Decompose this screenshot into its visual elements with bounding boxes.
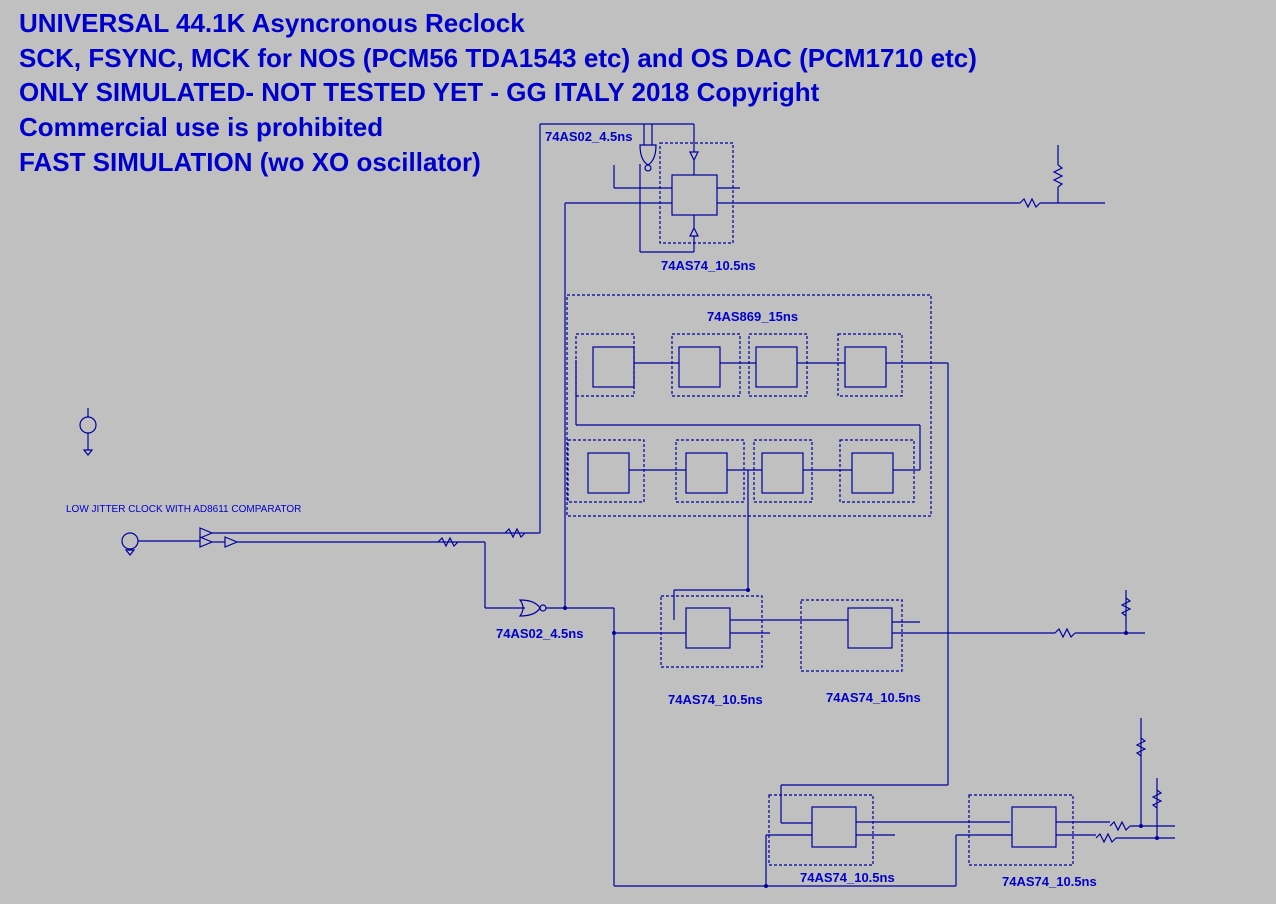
ff-bot-right-group [955,718,1175,886]
ff-top-label: 74AS74_10.5ns [661,258,756,273]
clock-section-label: LOW JITTER CLOCK WITH AD8611 COMPARATOR [66,504,302,515]
ff-mid-right-group [800,590,1145,672]
title-line-1: UNIVERSAL 44.1K Asyncronous Reclock [19,8,525,38]
title-line-5: FAST SIMULATION (wo XO oscillator) [19,147,481,177]
counter-row-upper [575,333,949,785]
ff-mid-left-label: 74AS74_10.5ns [668,692,763,707]
title-line-3: ONLY SIMULATED- NOT TESTED YET - GG ITAL… [19,77,820,107]
nor-gate-mid [518,599,615,886]
gate-mid-label: 74AS02_4.5ns [496,626,584,641]
ff-mid-left-group [614,589,848,668]
nor-gate-top [639,124,657,172]
title-line-4: Commercial use is prohibited [19,112,384,142]
counter-block [566,294,932,517]
counter-label: 74AS869_15ns [707,309,799,324]
ff-bot-left-group [614,784,1010,887]
ff-bot-right-label: 74AS74_10.5ns [1002,874,1097,889]
counter-row-lower [567,360,921,590]
title-line-2: SCK, FSYNC, MCK for NOS (PCM56 TDA1543 e… [19,43,977,73]
ff-top-group [564,123,1020,610]
clock-source [79,123,650,609]
ff-mid-right-label: 74AS74_10.5ns [826,690,921,705]
gate-top-label: 74AS02_4.5ns [545,129,633,144]
ff-bot-left-label: 74AS74_10.5ns [800,870,895,885]
